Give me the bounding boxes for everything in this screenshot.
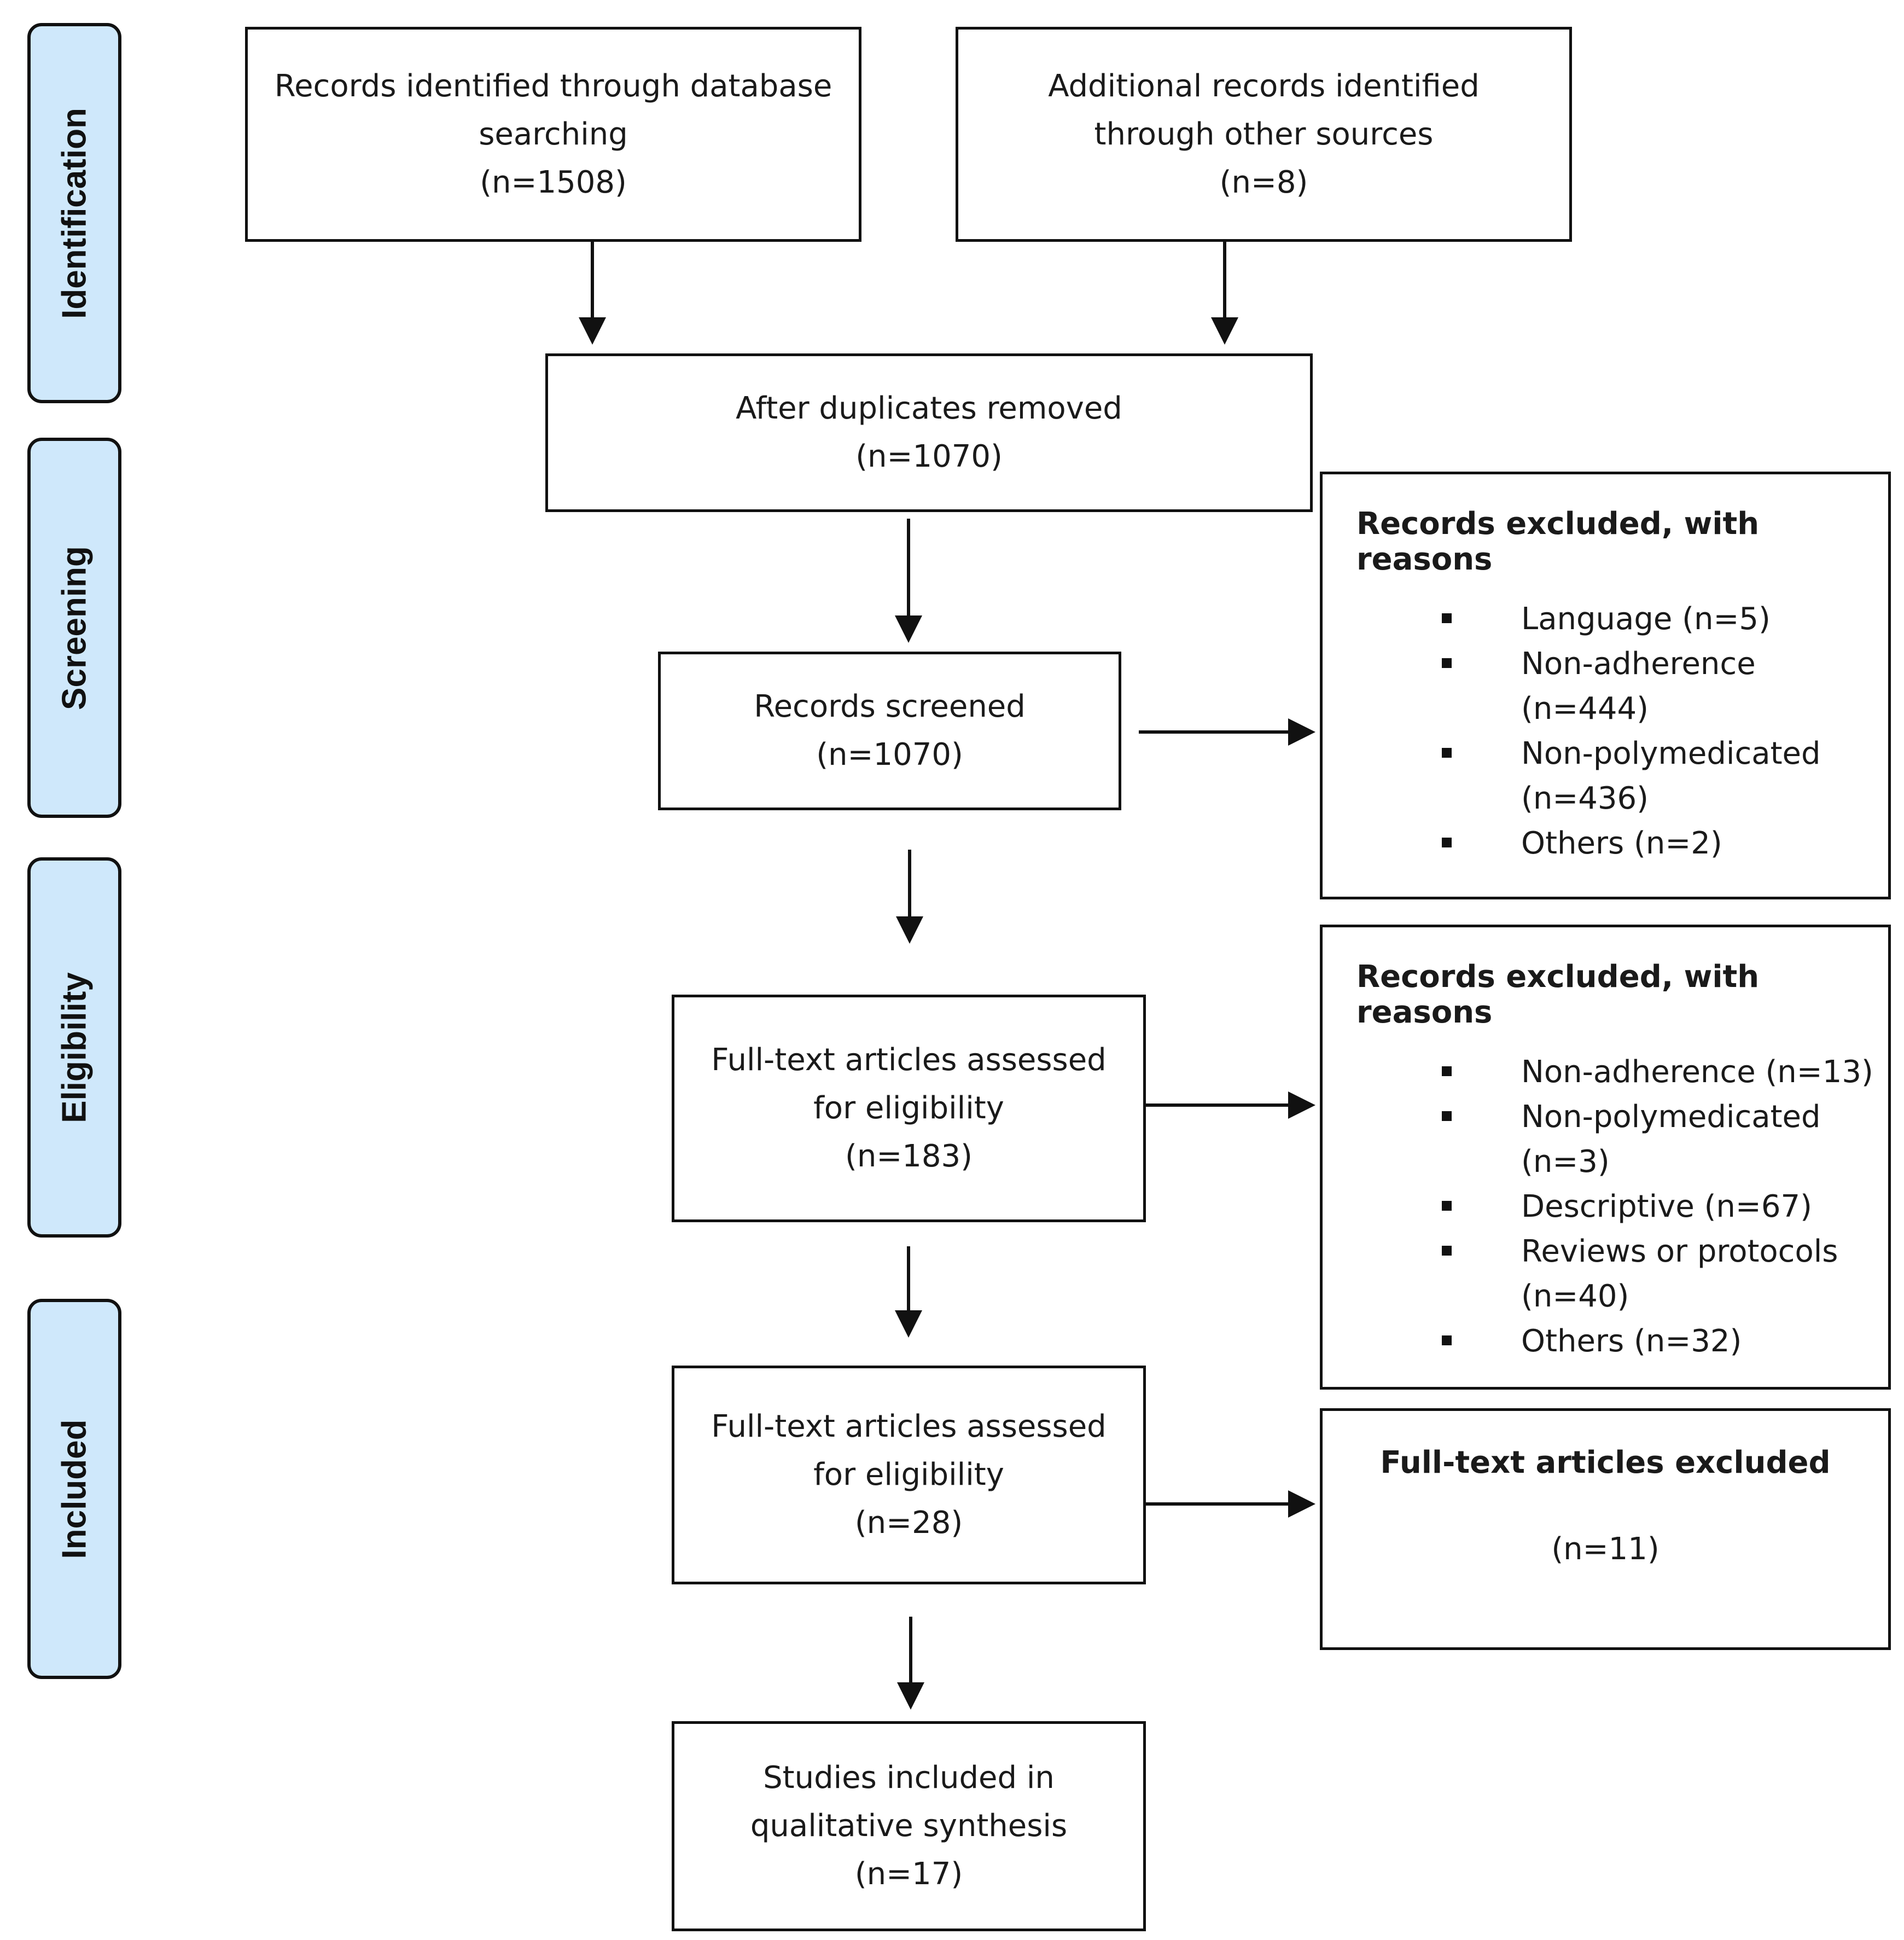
list-item: Non-polymedicated(n=3) xyxy=(1442,1095,1873,1184)
bullet-icon xyxy=(1442,748,1452,758)
eligibility-exclusions-box: Records excluded, with reasons Non-adher… xyxy=(1320,925,1891,1390)
duplicates-removed-count: (n=1070) xyxy=(855,439,1003,474)
fulltext-assessed-line2: for eligibility xyxy=(813,1090,1004,1126)
fulltext-assessed-2-box: Full-text articles assessed for eligibil… xyxy=(672,1366,1146,1584)
bullet-icon xyxy=(1442,1201,1452,1211)
arrowhead-icon xyxy=(1288,718,1315,746)
arrowhead-icon xyxy=(1288,1091,1315,1119)
bullet-icon xyxy=(1442,1246,1452,1256)
fulltext-excluded-title: Full-text articles excluded xyxy=(1380,1445,1831,1480)
other-sources-line2: through other sources xyxy=(1094,116,1434,152)
stage-identification-label: Identification xyxy=(55,107,94,319)
database-records-count: (n=1508) xyxy=(480,164,627,200)
fulltext-excluded-box: Full-text articles excluded (n=11) xyxy=(1320,1408,1891,1650)
fulltext-assessed-count: (n=183) xyxy=(845,1139,973,1174)
stage-included-label: Included xyxy=(55,1419,94,1559)
database-records-line2: searching xyxy=(479,116,628,152)
bullet-icon xyxy=(1442,1066,1452,1076)
list-item: Others (n=32) xyxy=(1442,1319,1873,1364)
fulltext-assessed-line1: Full-text articles assessed xyxy=(711,1042,1107,1078)
studies-included-count: (n=17) xyxy=(854,1856,963,1892)
records-screened-box: Records screened (n=1070) xyxy=(658,652,1121,810)
duplicates-removed-label: After duplicates removed xyxy=(736,391,1122,426)
list-item: Non-adherence(n=444) xyxy=(1442,642,1821,731)
arrowhead-icon xyxy=(895,615,922,643)
stage-screening-label: Screening xyxy=(55,545,94,710)
bullet-icon xyxy=(1442,658,1452,668)
arrowhead-icon xyxy=(897,1682,924,1710)
stage-included: Included xyxy=(27,1299,121,1679)
fulltext-excluded-count: (n=11) xyxy=(1551,1531,1660,1567)
studies-included-box: Studies included in qualitative synthesi… xyxy=(672,1721,1146,1931)
records-screened-label: Records screened xyxy=(754,689,1026,724)
screening-exclusions-title: Records excluded, with reasons xyxy=(1356,506,1760,577)
arrowhead-icon xyxy=(579,317,606,345)
studies-included-line2: qualitative synthesis xyxy=(750,1808,1068,1844)
eligibility-exclusions-title: Records excluded, with reasons xyxy=(1356,959,1760,1030)
list-item: Non-adherence (n=13) xyxy=(1442,1050,1873,1095)
stage-screening: Screening xyxy=(27,438,121,818)
list-item: Reviews or protocols(n=40) xyxy=(1442,1229,1873,1319)
arrowhead-icon xyxy=(896,916,923,944)
list-item: Non-polymedicated(n=436) xyxy=(1442,731,1821,821)
studies-included-line1: Studies included in xyxy=(763,1760,1055,1796)
list-item: Language (n=5) xyxy=(1442,597,1821,642)
database-records-line1: Records identified through database xyxy=(274,68,832,104)
fulltext-assessed-2-line1: Full-text articles assessed xyxy=(711,1409,1107,1444)
arrowhead-icon xyxy=(1211,317,1238,345)
fulltext-assessed-2-count: (n=28) xyxy=(854,1505,963,1541)
list-item: Descriptive (n=67) xyxy=(1442,1184,1873,1229)
records-screened-count: (n=1070) xyxy=(816,737,963,772)
other-sources-count: (n=8) xyxy=(1219,164,1308,200)
database-records-box: Records identified through database sear… xyxy=(245,27,861,242)
arrowhead-icon xyxy=(1288,1490,1315,1518)
list-item: Others (n=2) xyxy=(1442,821,1821,866)
other-sources-line1: Additional records identified xyxy=(1048,68,1480,104)
eligibility-exclusions-list: Non-adherence (n=13) Non-polymedicated(n… xyxy=(1442,1050,1873,1364)
bullet-icon xyxy=(1442,1335,1452,1345)
duplicates-removed-box: After duplicates removed (n=1070) xyxy=(545,353,1313,512)
arrowhead-icon xyxy=(895,1310,922,1338)
fulltext-assessed-2-line2: for eligibility xyxy=(813,1457,1004,1492)
screening-exclusions-list: Language (n=5) Non-adherence(n=444) Non-… xyxy=(1442,597,1821,866)
stage-eligibility: Eligibility xyxy=(27,857,121,1238)
bullet-icon xyxy=(1442,1111,1452,1121)
stage-identification: Identification xyxy=(27,23,121,403)
other-sources-box: Additional records identified through ot… xyxy=(956,27,1572,242)
fulltext-assessed-box: Full-text articles assessed for eligibil… xyxy=(672,995,1146,1222)
bullet-icon xyxy=(1442,613,1452,623)
screening-exclusions-box: Records excluded, with reasons Language … xyxy=(1320,472,1891,899)
stage-eligibility-label: Eligibility xyxy=(55,972,94,1123)
bullet-icon xyxy=(1442,838,1452,847)
